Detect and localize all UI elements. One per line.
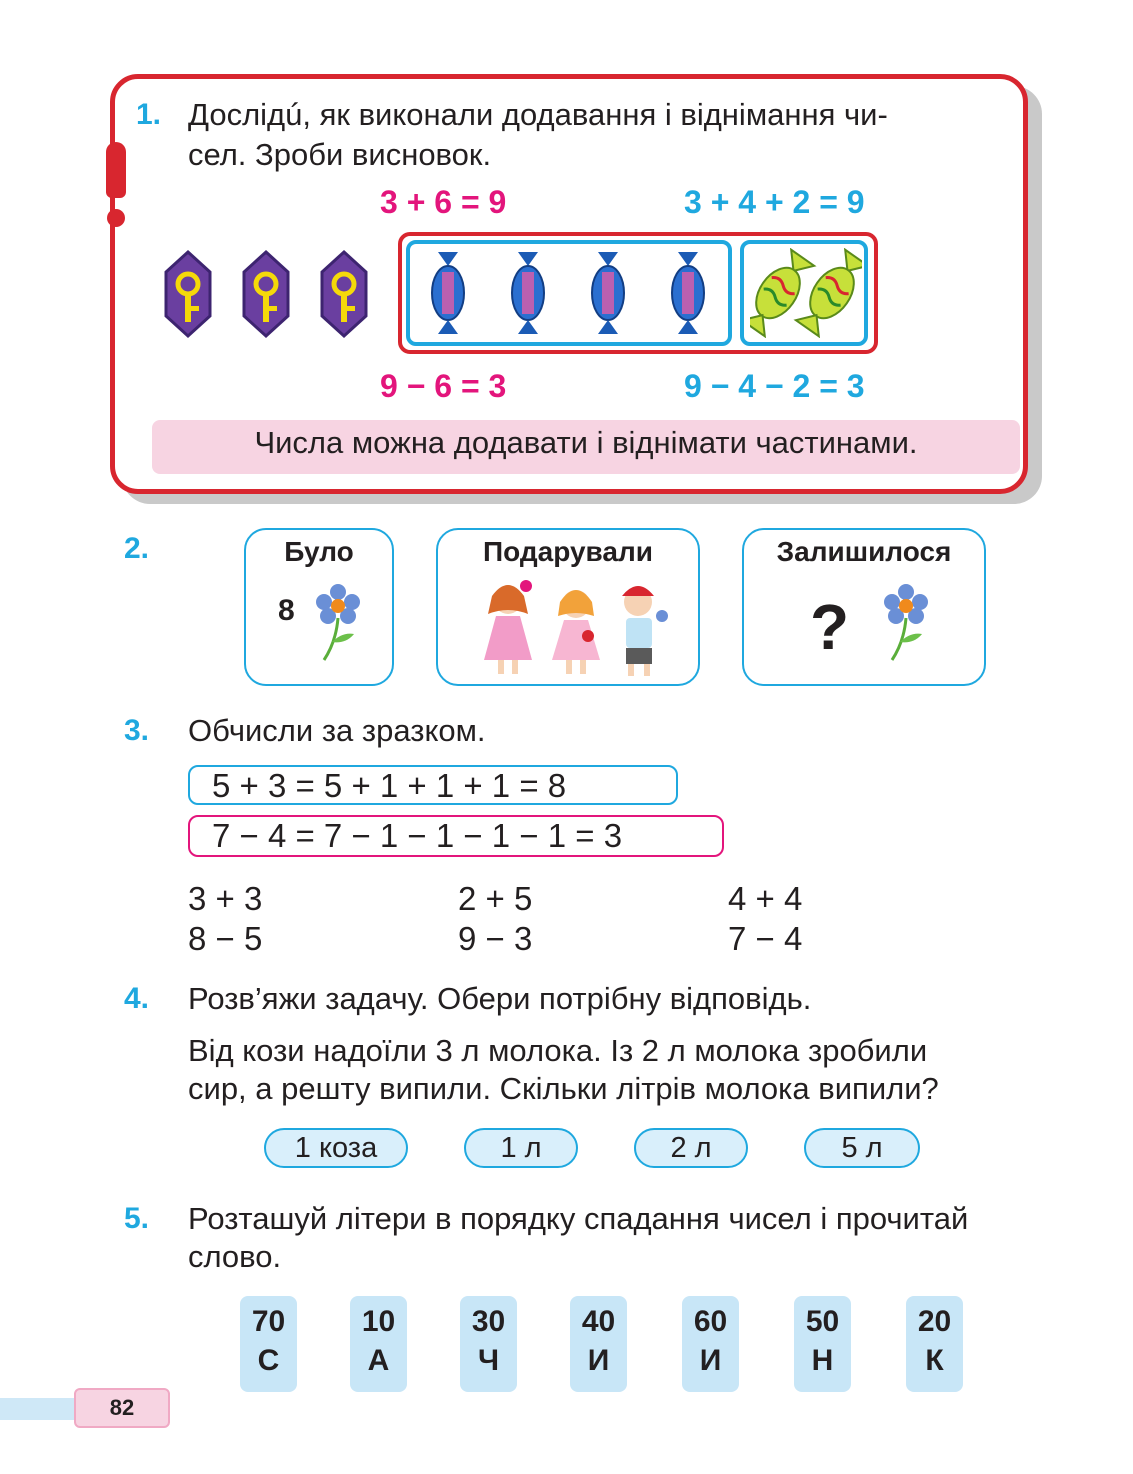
task4-problem-line1: Від кози надоїли 3 л молока. Із 2 л моло…	[188, 1033, 928, 1068]
letter-card: 20 К	[906, 1296, 963, 1392]
exercise: 7 − 4	[728, 920, 803, 957]
blue-candy-icon	[591, 252, 625, 334]
equation-add-blue: 3 + 4 + 2 = 9	[684, 184, 865, 220]
candy-subgroup-4	[406, 240, 732, 346]
answer-option[interactable]: 5 л	[804, 1128, 920, 1168]
exercise: 4 + 4	[728, 880, 803, 917]
conclusion-box: Числа можна додавати і віднімати частина…	[152, 420, 1020, 474]
card-number: 60	[693, 1305, 728, 1338]
purple-candy-icon	[242, 249, 290, 339]
panel-remained: Залишилося ?	[742, 528, 986, 686]
example-subtraction: 7 − 4 = 7 − 1 − 1 − 1 − 1 = 3	[212, 817, 623, 854]
task5-instruction-line1: Розташуй літери в порядку спадання чисел…	[188, 1201, 969, 1236]
purple-candy-icon	[164, 249, 212, 339]
task2-number: 2.	[124, 532, 150, 565]
task5-number: 5.	[124, 1202, 150, 1235]
task4-problem-line2: сир, а решту випили. Скільки літрів моло…	[188, 1071, 939, 1106]
candy-group-frame	[398, 232, 878, 354]
task3-number: 3.	[124, 714, 150, 747]
blue-candies	[431, 252, 705, 334]
purple-candies	[164, 249, 368, 339]
blue-candy-icon	[431, 252, 465, 334]
letter-card: 60 И	[682, 1296, 739, 1392]
flower-icon	[884, 584, 928, 661]
flower-icon	[316, 584, 360, 661]
card-letter: А	[367, 1344, 390, 1377]
answer-option[interactable]: 2 л	[634, 1128, 748, 1168]
example-addition: 5 + 3 = 5 + 1 + 1 + 1 = 8	[212, 767, 567, 804]
card-number: 50	[805, 1305, 840, 1338]
card-letter: С	[257, 1344, 280, 1377]
exclamation-icon	[106, 142, 126, 198]
card-letter: И	[587, 1344, 610, 1377]
panel-gifted-title: Подарували	[483, 536, 653, 567]
panel-remained-title: Залишилося	[776, 536, 952, 567]
example-addition-box: 5 + 3 = 5 + 1 + 1 + 1 = 8	[188, 765, 678, 805]
answer-option[interactable]: 1 коза	[264, 1128, 408, 1168]
blue-candy-icon	[511, 252, 545, 334]
card-number: 40	[581, 1305, 616, 1338]
panel-was: Було 8	[244, 528, 394, 686]
card-number: 70	[251, 1305, 286, 1338]
candy-subgroup-2	[740, 240, 868, 346]
card-number: 30	[471, 1305, 506, 1338]
card-letter: К	[925, 1344, 944, 1377]
equation-sub-blue: 9 − 4 − 2 = 3	[684, 368, 865, 404]
letter-card: 40 И	[570, 1296, 627, 1392]
equation-sub-pink: 9 − 6 = 3	[380, 368, 507, 404]
conclusion-text: Числа можна додавати і віднімати частина…	[254, 425, 918, 460]
children-illustration	[484, 580, 668, 676]
task4-number: 4.	[124, 982, 150, 1015]
exercise: 3 + 3	[188, 880, 263, 917]
card-number: 10	[361, 1305, 396, 1338]
task1-text-line1: Дослідú, як виконали додавання і відніма…	[188, 97, 888, 132]
green-candies	[750, 248, 862, 338]
example-subtraction-box: 7 − 4 = 7 − 1 − 1 − 1 − 1 = 3	[188, 815, 724, 857]
panel-was-count: 8	[278, 594, 295, 627]
task1-text-line2: сел. Зроби висновок.	[188, 137, 492, 172]
green-candy-icon	[750, 248, 817, 338]
card-letter: Ч	[477, 1344, 500, 1377]
page-number: 82	[74, 1388, 170, 1428]
task1-number: 1.	[136, 98, 162, 131]
blue-candy-icon	[671, 252, 705, 334]
exercise: 9 − 3	[458, 920, 533, 957]
answer-option[interactable]: 1 л	[464, 1128, 578, 1168]
card-number: 20	[917, 1305, 952, 1338]
card-letter: И	[699, 1344, 722, 1377]
letter-card: 30 Ч	[460, 1296, 517, 1392]
purple-candy-icon	[320, 249, 368, 339]
task5-instruction-line2: слово.	[188, 1239, 282, 1274]
exclamation-dot	[107, 209, 125, 227]
panel-gifted: Подарували	[436, 528, 700, 686]
panel-was-title: Було	[284, 536, 354, 567]
letter-card: 70 С	[240, 1296, 297, 1392]
green-candy-icon	[793, 248, 862, 338]
card-letter: Н	[811, 1344, 834, 1377]
letter-card: 10 А	[350, 1296, 407, 1392]
task4-instruction: Розв’яжи задачу. Обери потрібну відповід…	[188, 981, 812, 1016]
exercise: 2 + 5	[458, 880, 533, 917]
equation-add-pink: 3 + 6 = 9	[380, 184, 507, 220]
letter-card: 50 Н	[794, 1296, 851, 1392]
question-mark: ?	[810, 591, 850, 663]
task3-instruction: Обчисли за зразком.	[188, 713, 486, 748]
exercise: 8 − 5	[188, 920, 263, 957]
